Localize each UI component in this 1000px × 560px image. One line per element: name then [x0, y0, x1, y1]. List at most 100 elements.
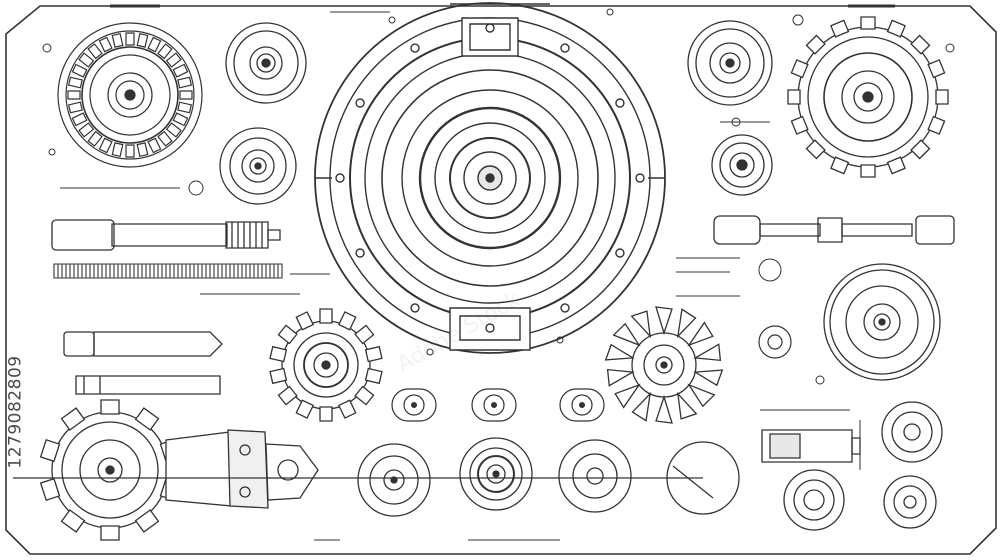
knob-icon [471, 388, 517, 422]
turbine-icon [606, 307, 723, 423]
gear-tooth [137, 143, 147, 156]
central-hub-assembly [315, 3, 665, 353]
shaft-icon [714, 216, 954, 244]
gear-tooth [173, 113, 187, 125]
bolt-hole [636, 174, 644, 182]
gear-tooth [831, 157, 849, 173]
gear-tooth [936, 90, 948, 104]
gear-tooth [101, 526, 119, 540]
knob-icon [559, 388, 605, 422]
gear-tooth [278, 325, 296, 343]
turbine-blade [606, 344, 635, 365]
disc-icon [13, 442, 739, 514]
gear-tooth [366, 347, 382, 362]
turbine-blade [684, 379, 714, 408]
gear-tooth [861, 165, 875, 177]
gear-tooth [339, 400, 356, 418]
gear-tooth [126, 145, 134, 157]
gear-tooth [41, 440, 60, 461]
gear-tooth [126, 33, 134, 45]
gear-tooth [928, 117, 944, 135]
side-code-text: 1279082809 [6, 355, 27, 469]
ring-icon [824, 264, 940, 380]
gear-icon [688, 21, 772, 105]
bolt-hole [486, 324, 494, 332]
gear-tooth [69, 77, 82, 87]
bolt-hole [411, 44, 419, 52]
gear-tooth [112, 143, 122, 156]
disc-icon [559, 440, 631, 512]
gear-tooth [888, 20, 906, 36]
gear-tooth [911, 140, 929, 158]
gear-ring-topleft [58, 23, 202, 167]
turbine-blade [614, 379, 644, 408]
gear-tooth [137, 34, 147, 47]
battery-icon [762, 430, 860, 462]
turbine-blade [671, 309, 697, 339]
gear-tooth [366, 368, 382, 383]
gear-tooth [112, 34, 122, 47]
bolt-hole [616, 99, 624, 107]
gear-tooth [173, 64, 187, 76]
turbine-blade [632, 309, 658, 339]
gear-tooth [88, 44, 102, 58]
gear-tooth [296, 312, 313, 330]
bolt-icon [52, 220, 280, 250]
gear-tooth [928, 60, 944, 78]
ring-icon [759, 326, 791, 358]
gear-tooth [831, 20, 849, 36]
gear-tooth [68, 91, 80, 99]
turbine-blade [656, 307, 672, 333]
pulley-icon [226, 23, 306, 103]
bolt-hole [411, 304, 419, 312]
gear-tooth [861, 17, 875, 29]
gear-tooth [72, 64, 86, 76]
shaft-icon [64, 332, 222, 394]
gear-tooth [62, 408, 85, 430]
ring-icon [884, 476, 936, 528]
gear-tooth [99, 37, 111, 51]
gear-tooth [136, 408, 159, 430]
gear-tooth [791, 60, 807, 78]
disc-icon [358, 444, 430, 516]
gear-tooth [148, 138, 160, 152]
gear-icon [270, 309, 382, 421]
gear-tooth [158, 44, 172, 58]
gear-tooth [167, 53, 181, 67]
gear-tooth [88, 132, 102, 146]
bolt-hole [616, 249, 624, 257]
gear-tooth [788, 90, 800, 104]
ring-icon [784, 470, 844, 530]
gear-large-topright [788, 17, 948, 177]
gear-tooth [355, 325, 373, 343]
bolt-hole [336, 174, 344, 182]
gear-tooth [320, 407, 332, 421]
bolt-hole [561, 44, 569, 52]
gear-tooth [806, 35, 824, 53]
gear-tooth [148, 37, 160, 51]
gear-tooth [339, 312, 356, 330]
turbine-blade [656, 397, 672, 423]
frame-border [6, 4, 996, 554]
bolt-hole [486, 24, 494, 32]
disc-icon [460, 438, 532, 510]
gear-tooth [99, 138, 111, 152]
turbine-blade [632, 390, 658, 420]
gear-tooth [791, 117, 807, 135]
turbine-blade [671, 390, 697, 420]
turbine-blade [606, 364, 635, 385]
side-code: 1279082809 [4, 312, 28, 512]
gear-tooth [79, 53, 93, 67]
knob-icon [391, 388, 437, 422]
gear-bottomleft [41, 400, 180, 540]
connector-lines [43, 9, 954, 540]
gear-tooth [355, 386, 373, 404]
gear-tooth [180, 91, 192, 99]
gear-tooth [270, 368, 286, 383]
pulley-icon [220, 128, 296, 204]
gear-tooth [41, 479, 60, 500]
gear-icon [712, 135, 772, 195]
gear-tooth [888, 157, 906, 173]
cylinder-assembly [166, 430, 318, 508]
